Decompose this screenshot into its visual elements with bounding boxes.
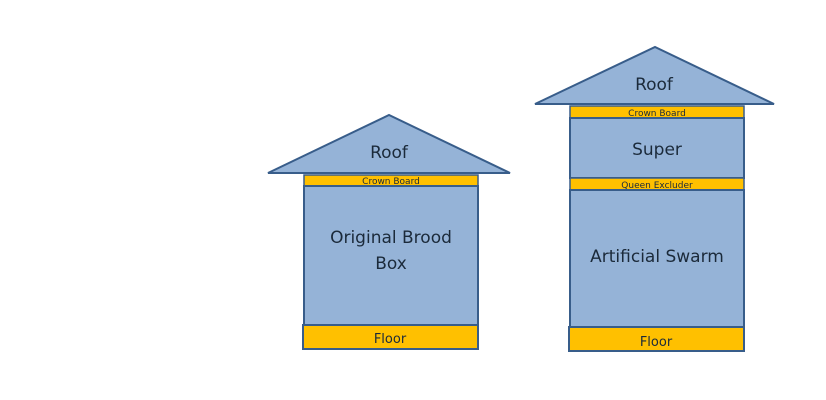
left-brood-box xyxy=(303,185,479,326)
left-brood-label-line1: Original Brood xyxy=(330,228,452,248)
left-floor xyxy=(302,324,479,350)
hive-left: Roof Crown Board Original Brood Box Floo… xyxy=(267,113,511,350)
right-super-label: Super xyxy=(632,140,682,160)
right-roof-shape xyxy=(534,45,775,105)
right-swarm-label: Artificial Swarm xyxy=(590,247,724,267)
right-crown-board-label: Crown Board xyxy=(628,109,686,119)
right-floor-label: Floor xyxy=(640,335,673,350)
right-floor xyxy=(568,326,745,352)
left-floor-label: Floor xyxy=(374,332,407,347)
right-queen-excluder-label: Queen Excluder xyxy=(621,181,693,191)
right-super-box xyxy=(569,117,745,179)
left-brood-label-line2: Box xyxy=(375,254,407,274)
left-roof-label: Roof xyxy=(370,143,409,163)
left-crown-board-label: Crown Board xyxy=(362,177,420,187)
right-roof-label: Roof xyxy=(635,75,674,95)
left-roof-shape xyxy=(267,113,511,174)
right-swarm-box xyxy=(569,189,745,328)
hive-right: Roof Crown Board Super Queen Excluder Ar… xyxy=(534,45,775,352)
